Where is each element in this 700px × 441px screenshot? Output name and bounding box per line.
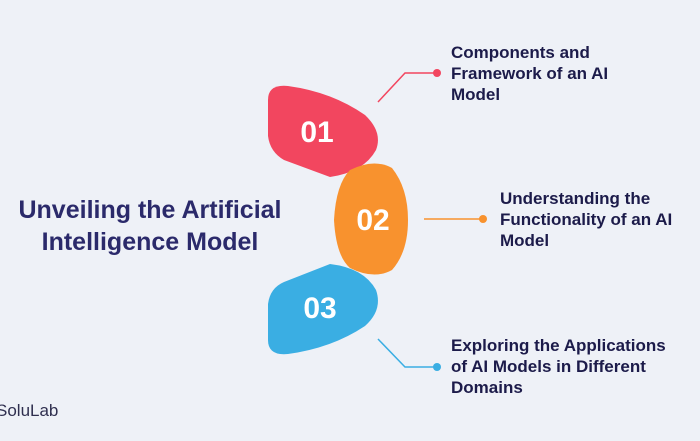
callout-02-line-2: Functionality of an AI <box>500 210 673 229</box>
connector-03 <box>377 338 437 368</box>
callout-02-line-3: Model <box>500 231 550 250</box>
callout-01-line-2: Framework of an AI <box>451 64 609 83</box>
connector-01 <box>377 72 437 103</box>
callout-01-line-3: Model <box>451 85 501 104</box>
segment-02-shape <box>334 163 408 275</box>
diagram-title: Unveiling the Artificial Intelligence Mo… <box>0 194 300 258</box>
connector-03-dot <box>433 363 441 371</box>
segment-02-number: 02 <box>356 204 389 237</box>
connector-02-dot <box>479 215 487 223</box>
callout-03: Exploring the Applications of AI Models … <box>451 335 666 398</box>
callout-03-line-3: Domains <box>451 378 523 397</box>
title-line-2: Intelligence Model <box>41 228 259 256</box>
callout-03-line-2: of AI Models in Different <box>451 357 646 376</box>
segment-01-shape <box>268 85 378 177</box>
callout-01: Components and Framework of an AI Model <box>451 42 608 105</box>
callout-03-line-1: Exploring the Applications <box>451 336 666 355</box>
title-line-1: Unveiling the Artificial <box>18 196 282 224</box>
callout-01-line-1: Components and <box>451 43 590 62</box>
segment-03-shape <box>268 264 378 355</box>
callout-02: Understanding the Functionality of an AI… <box>500 188 672 251</box>
callout-02-line-1: Understanding the <box>500 189 651 208</box>
brand-logo-text: SoluLab <box>0 401 59 420</box>
connector-01-dot <box>433 69 441 77</box>
segment-03-number: 03 <box>303 292 336 325</box>
segment-01-number: 01 <box>300 116 333 149</box>
